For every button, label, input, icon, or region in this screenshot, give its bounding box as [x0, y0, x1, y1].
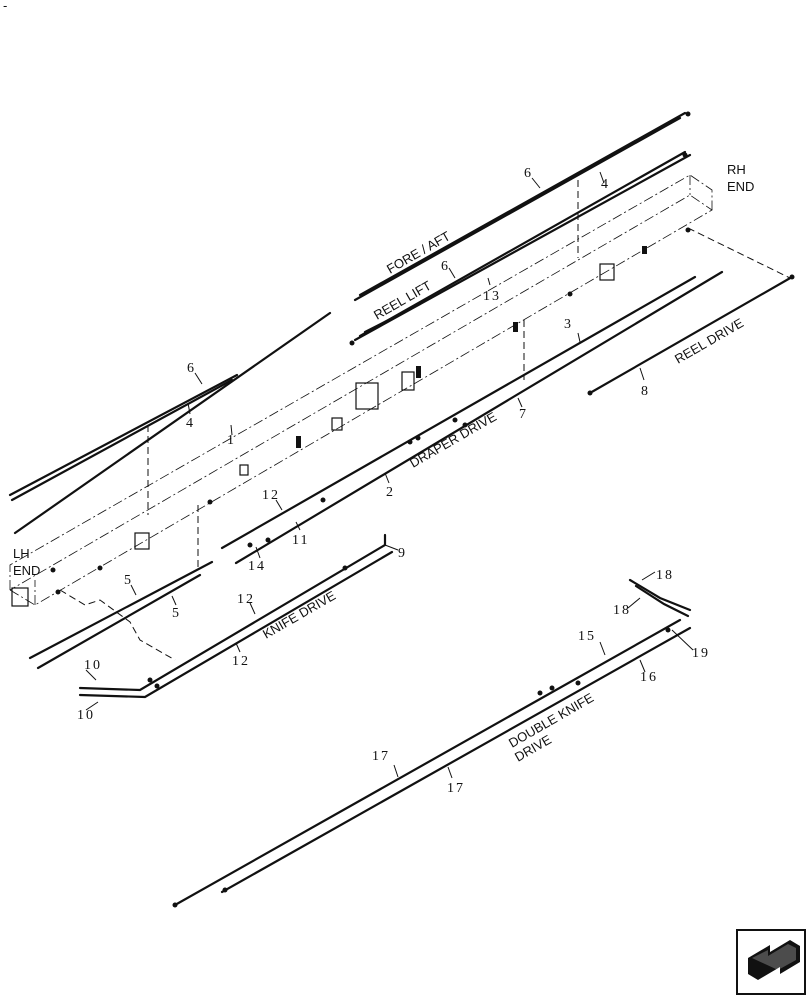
callout-number: 14	[248, 559, 266, 574]
callout-number: 6	[441, 259, 450, 274]
callout-number: 5	[172, 606, 181, 621]
next-page-arrow-icon[interactable]	[736, 929, 806, 995]
callout-number: 13	[483, 289, 501, 304]
leader-lines	[85, 171, 694, 779]
callout-number: 10	[84, 658, 102, 673]
callout-number: 17	[447, 781, 465, 796]
rh-end-label: END	[727, 179, 754, 194]
rh-end-label: RH	[727, 162, 746, 177]
callout-number: 8	[641, 384, 650, 399]
double-knife-hoses	[172, 578, 692, 908]
callout-number: 12	[262, 488, 280, 503]
callout-number: 18	[656, 568, 674, 583]
draper-drive-label: DRAPER DRIVE	[407, 409, 499, 471]
middle-hoses	[28, 270, 795, 699]
callout-number: 7	[519, 407, 528, 422]
callout-number: 19	[692, 646, 710, 661]
callout-numbers: 6 4 6 13 6 4 1 3 7 8 2 12 11 14 9 5 5 12…	[77, 166, 710, 796]
callout-number: 15	[578, 629, 596, 644]
callout-number: 6	[524, 166, 533, 181]
callout-number: 16	[640, 670, 658, 685]
lh-end-label: LH	[13, 546, 30, 561]
callout-number: 1	[227, 433, 236, 448]
callout-number: 18	[613, 603, 631, 618]
header-frame	[9, 174, 713, 607]
callout-number: 3	[564, 317, 573, 332]
callout-number: 11	[292, 533, 309, 548]
callout-number: 10	[77, 708, 95, 723]
dashed-connectors	[59, 180, 791, 661]
callout-number: 12	[237, 592, 255, 607]
callout-number: 4	[186, 416, 195, 431]
lh-end-label: END	[13, 563, 40, 578]
upper-hoses	[8, 111, 692, 535]
reel-drive-label: REEL DRIVE	[672, 315, 746, 367]
callout-number: 12	[232, 654, 250, 669]
callout-number: 4	[601, 177, 610, 192]
callout-number: 6	[187, 361, 196, 376]
callout-number: 5	[124, 573, 133, 588]
callout-number: 9	[398, 546, 407, 561]
corner-mark: -	[3, 0, 7, 13]
callout-number: 2	[386, 485, 395, 500]
callout-number: 17	[372, 749, 390, 764]
